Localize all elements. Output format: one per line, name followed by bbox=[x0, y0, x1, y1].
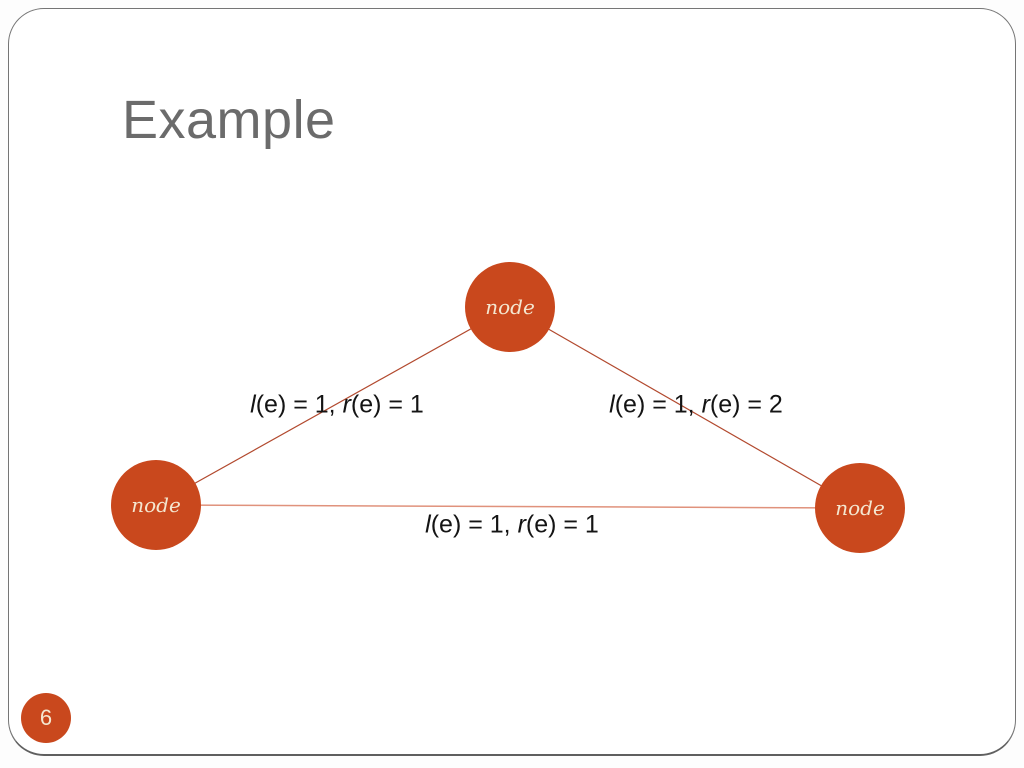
edge-line-bottom bbox=[155, 504, 861, 509]
graph-node-right-label: node bbox=[835, 496, 885, 520]
slide-frame: Example bbox=[8, 8, 1016, 756]
graph-node-left: node bbox=[111, 460, 201, 550]
graph-node-top: node bbox=[465, 262, 555, 352]
graph-node-top-label: node bbox=[485, 295, 535, 319]
edge-label-right-r: r bbox=[701, 390, 710, 419]
graph-node-right: node bbox=[815, 463, 905, 553]
slide-title: Example bbox=[122, 90, 336, 150]
page-number-badge: 6 bbox=[21, 693, 71, 743]
edge-label-right-mid: (e) = 1, bbox=[614, 390, 702, 419]
edge-line-left bbox=[155, 306, 511, 506]
graph-node-left-label: node bbox=[131, 493, 181, 517]
edge-label-bottom: l(e) = 1, r(e) = 1 bbox=[425, 511, 599, 540]
edge-label-bottom-end: (e) = 1 bbox=[525, 510, 599, 539]
edge-label-bottom-mid: (e) = 1, bbox=[430, 510, 518, 539]
edge-label-right: l(e) = 1, r(e) = 2 bbox=[609, 391, 783, 420]
page-number: 6 bbox=[39, 705, 53, 730]
edge-label-left-end: (e) = 1 bbox=[350, 390, 424, 419]
edge-line-right bbox=[509, 306, 861, 509]
edge-label-left: l(e) = 1, r(e) = 1 bbox=[250, 391, 424, 420]
edge-label-left-r: r bbox=[342, 390, 351, 419]
edge-label-left-mid: (e) = 1, bbox=[255, 390, 343, 419]
edge-label-right-l: l bbox=[609, 390, 615, 419]
edge-label-bottom-l: l bbox=[425, 510, 431, 539]
edge-label-bottom-r: r bbox=[517, 510, 526, 539]
edge-label-right-end: (e) = 2 bbox=[709, 390, 783, 419]
edge-label-left-l: l bbox=[250, 390, 256, 419]
